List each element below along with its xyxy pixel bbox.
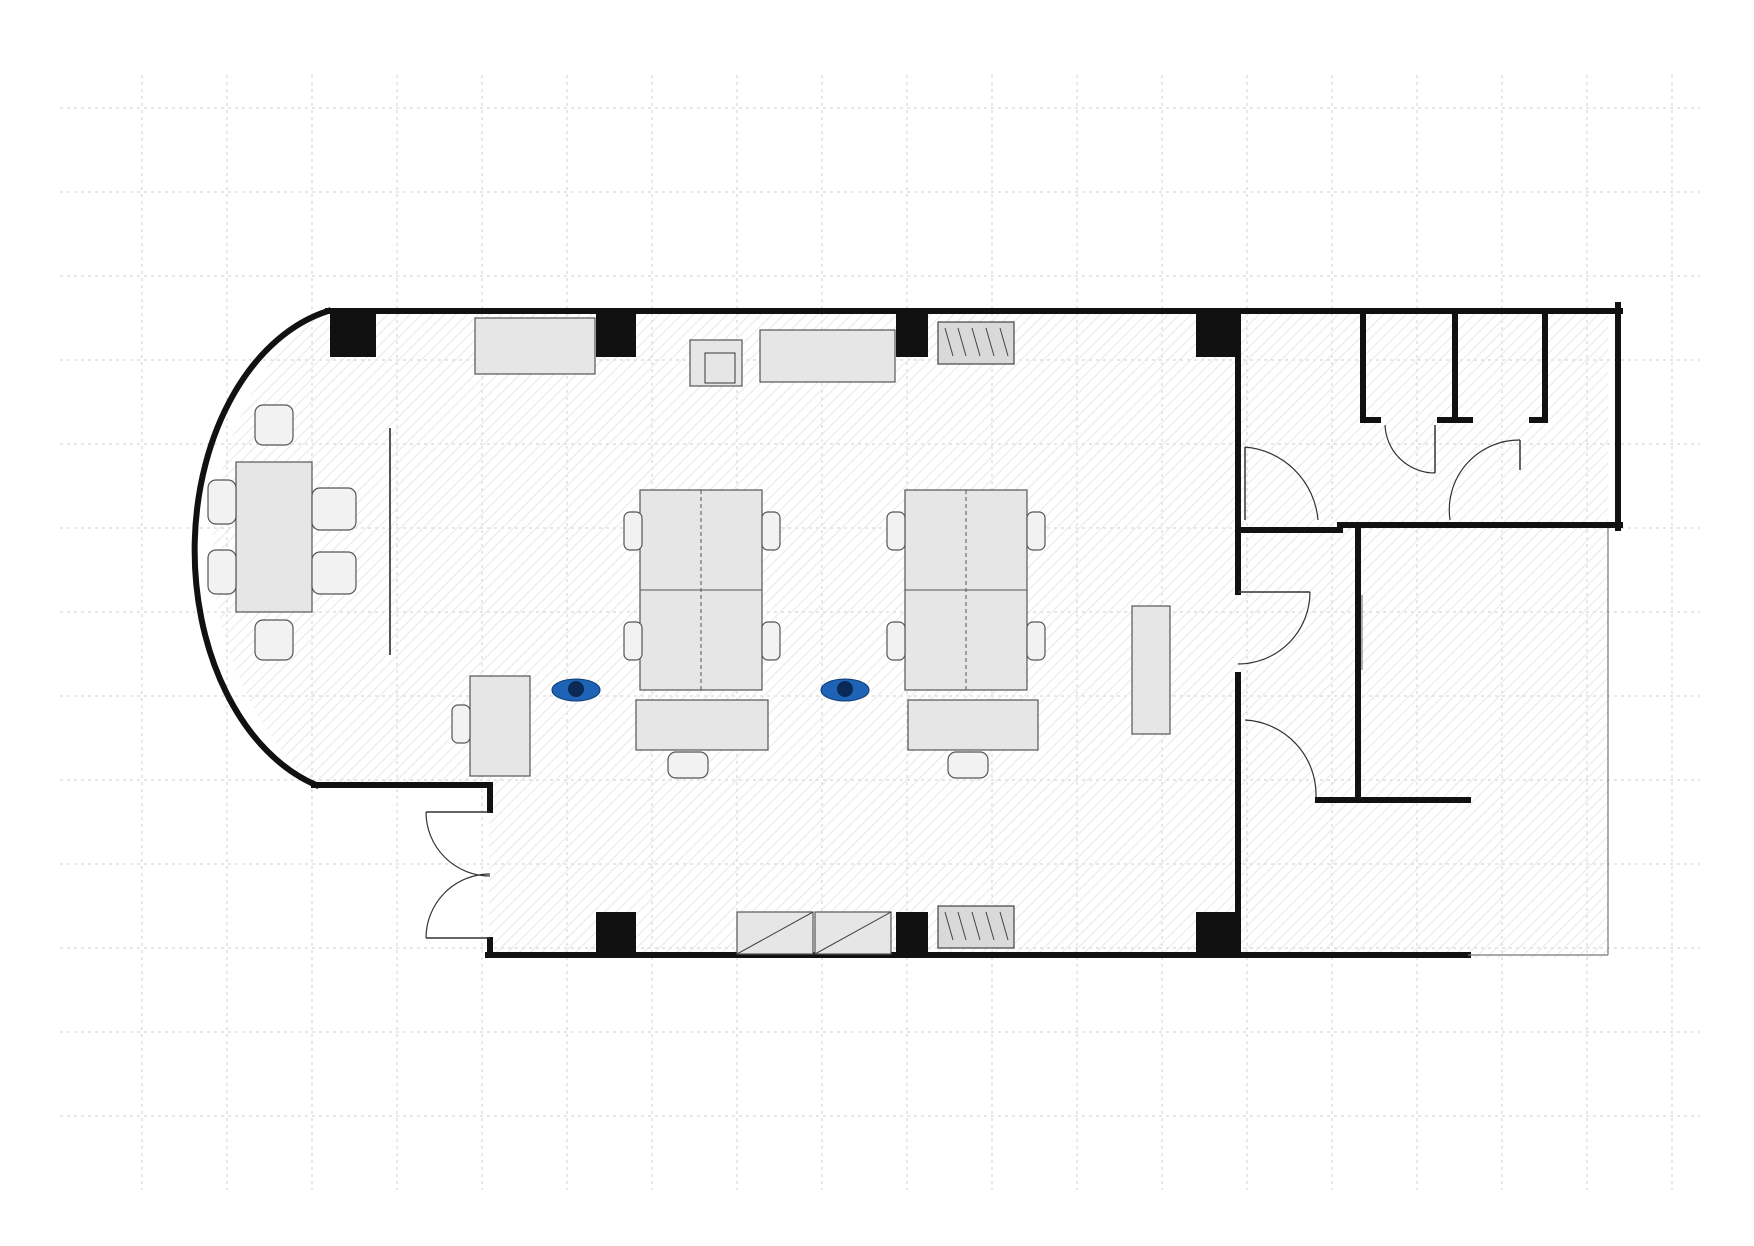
person-icon bbox=[820, 678, 870, 702]
chair bbox=[207, 549, 237, 595]
sideboard bbox=[759, 329, 896, 383]
door-swing bbox=[425, 873, 491, 939]
top-wall-furniture bbox=[474, 317, 1015, 387]
column bbox=[896, 912, 928, 954]
counter bbox=[1131, 605, 1171, 735]
chair bbox=[1026, 511, 1046, 551]
meeting-area bbox=[207, 404, 391, 661]
desk-cluster-1 bbox=[623, 489, 781, 779]
chair bbox=[761, 621, 781, 661]
chair bbox=[886, 511, 906, 551]
chair bbox=[761, 511, 781, 551]
column bbox=[1196, 313, 1238, 357]
single-desk bbox=[451, 605, 1171, 777]
people bbox=[551, 678, 870, 702]
column bbox=[596, 912, 636, 954]
storage-unit bbox=[474, 317, 596, 375]
column bbox=[596, 313, 636, 357]
door-swing bbox=[1448, 439, 1521, 521]
chair bbox=[207, 479, 237, 525]
desk-cluster-2 bbox=[886, 489, 1046, 779]
structural-columns bbox=[330, 313, 1238, 954]
chair bbox=[623, 621, 643, 661]
door-swing bbox=[1237, 591, 1311, 665]
printer-tray bbox=[704, 352, 736, 384]
doors bbox=[425, 424, 1521, 939]
door-swing bbox=[1244, 446, 1319, 521]
desk bbox=[469, 675, 531, 777]
chair bbox=[311, 487, 357, 531]
chair bbox=[667, 751, 709, 779]
chair bbox=[254, 404, 294, 446]
chair bbox=[1026, 621, 1046, 661]
column bbox=[1196, 912, 1238, 954]
bottom-wall-furniture bbox=[736, 905, 1015, 955]
person-icon bbox=[551, 678, 601, 702]
chair bbox=[947, 751, 989, 779]
filing-cabinet-top bbox=[937, 321, 1015, 365]
door-swing bbox=[1384, 424, 1436, 474]
outer-walls bbox=[191, 302, 1623, 958]
column bbox=[330, 313, 376, 357]
chair bbox=[886, 621, 906, 661]
desk bbox=[635, 699, 769, 751]
column bbox=[896, 313, 928, 357]
door-swing bbox=[425, 811, 491, 877]
desk bbox=[907, 699, 1039, 751]
chair bbox=[311, 551, 357, 595]
chair bbox=[623, 511, 643, 551]
door-swing bbox=[1244, 719, 1317, 798]
meeting-table bbox=[235, 461, 313, 613]
chair bbox=[254, 619, 294, 661]
chair bbox=[451, 704, 471, 744]
curved-west-wall bbox=[191, 307, 332, 789]
